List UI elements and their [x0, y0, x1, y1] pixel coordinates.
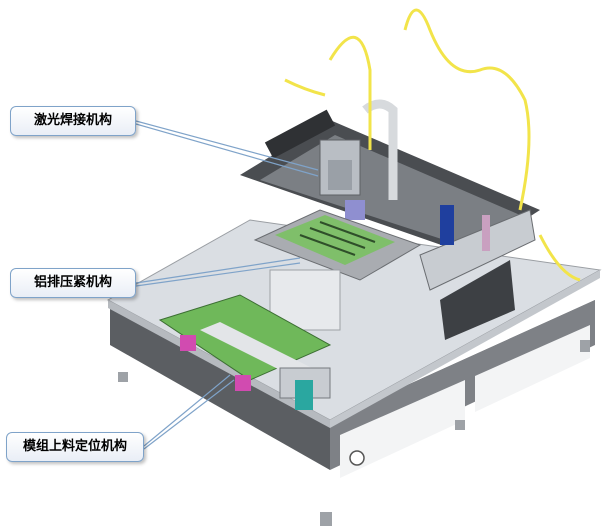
callout-module-loading: 模组上料定位机构: [6, 432, 144, 462]
base-cabinet: [110, 300, 595, 478]
laser-head: [319, 99, 398, 220]
yellow-cables: [284, 8, 581, 282]
callout-laser-welding: 激光焊接机构: [10, 106, 136, 136]
loading-fixture: [158, 294, 332, 410]
leader-lines: [135, 120, 319, 450]
callout-busbar-clamping: 铝排压紧机构: [10, 268, 136, 298]
leveling-feet: [118, 340, 590, 526]
